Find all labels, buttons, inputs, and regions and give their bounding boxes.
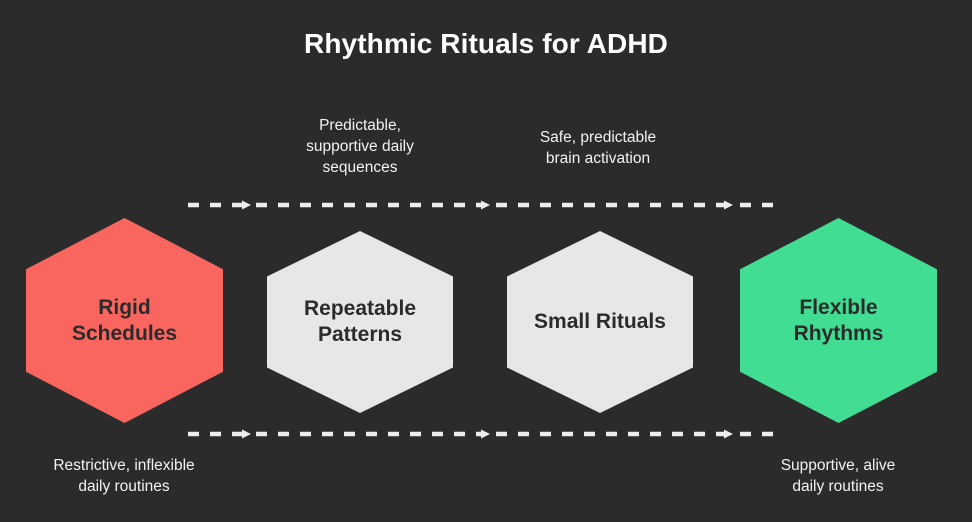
- caption-safe-brain-activation: Safe, predictable brain activation: [539, 129, 657, 167]
- caption-restrictive-routines: Restrictive, inflexible daily routines: [53, 457, 195, 495]
- hexagon-node-repeatable-patterns[interactable]: Repeatable Patterns: [267, 231, 453, 413]
- caption-predictable-sequences: Predictable, supportive daily sequences: [306, 117, 414, 176]
- hexagon-label: Rigid Schedules: [71, 295, 178, 345]
- page-title: Rhythmic Rituals for ADHD: [304, 28, 668, 59]
- hexagon-node-flexible-rhythms[interactable]: Flexible Rhythms: [740, 218, 937, 423]
- caption-supportive-routines: Supportive, alive daily routines: [780, 457, 896, 495]
- hexagon-label: Small Rituals: [534, 310, 666, 333]
- hexagon-node-small-rituals[interactable]: Small Rituals: [507, 231, 693, 413]
- hexagon-node-rigid-schedules[interactable]: Rigid Schedules: [26, 218, 223, 423]
- hexagon-label: Flexible Rhythms: [793, 295, 884, 345]
- hexagon-label: Repeatable Patterns: [303, 297, 417, 346]
